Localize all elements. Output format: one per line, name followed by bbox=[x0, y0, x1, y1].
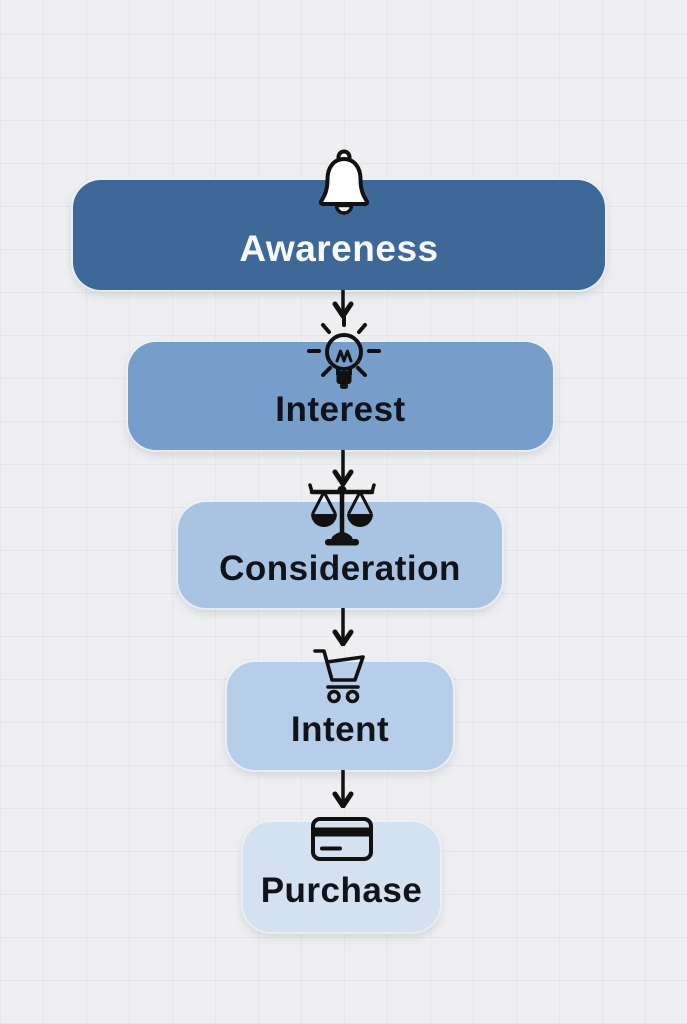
bell-icon bbox=[314, 148, 374, 216]
funnel-stage-intent: Intent bbox=[227, 662, 453, 770]
stage-label: Purchase bbox=[260, 871, 423, 910]
down-arrow-icon bbox=[331, 608, 355, 649]
cart-icon bbox=[311, 645, 373, 707]
stage-label: Interest bbox=[275, 390, 406, 429]
down-arrow-icon bbox=[331, 290, 355, 321]
credit-card-icon bbox=[310, 815, 374, 863]
stage-label: Awareness bbox=[239, 228, 439, 269]
stage-label: Consideration bbox=[219, 549, 461, 588]
stage-label: Intent bbox=[290, 710, 390, 749]
funnel-stage-purchase: Purchase bbox=[243, 822, 440, 932]
funnel-stage-interest: Interest bbox=[128, 342, 553, 450]
scales-icon bbox=[304, 482, 380, 546]
down-arrow-icon bbox=[331, 770, 355, 811]
lightbulb-icon bbox=[304, 312, 384, 394]
down-arrow-icon bbox=[331, 450, 355, 489]
